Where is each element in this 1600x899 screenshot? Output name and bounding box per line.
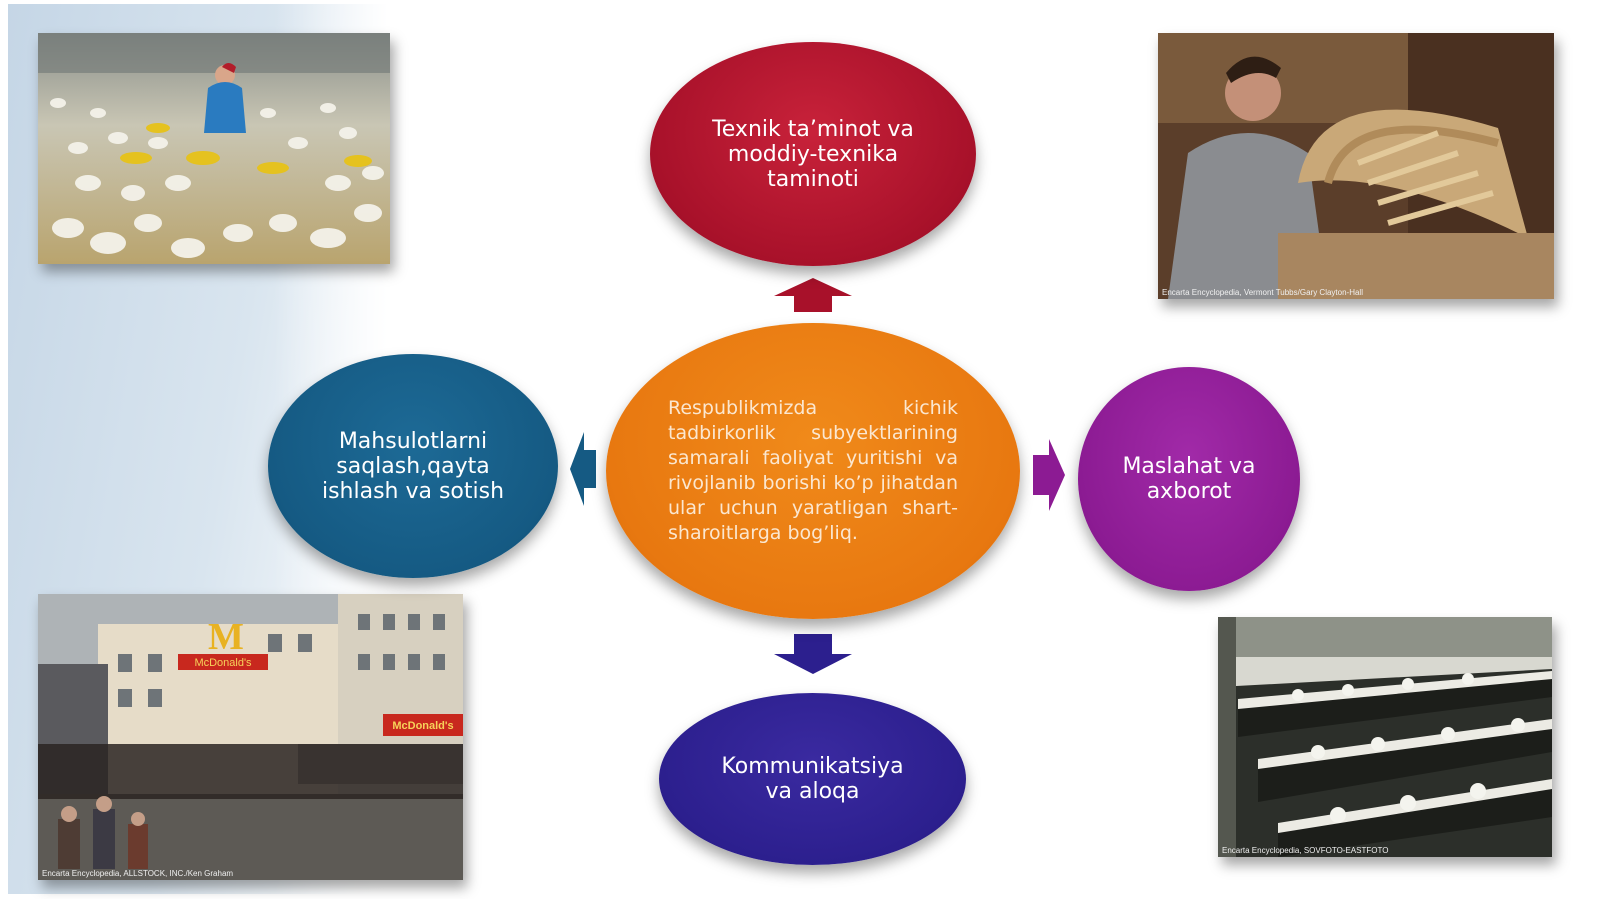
arrow-left — [570, 432, 596, 506]
node-label: Mahsulotlarni saqlash,qayta ishlash va s… — [321, 428, 505, 504]
arrow-up — [774, 278, 852, 312]
photo-mcdonalds-queue: M McDonald's McDonald's Encarta Encyclop… — [38, 594, 463, 880]
sign-text-1: McDonald's — [194, 657, 252, 669]
arrow-down — [774, 634, 852, 674]
node-label: Kommunikatsiya va aloqa — [721, 754, 904, 804]
photo-textile-factory: Encarta Encyclopedia, SOVFOTO-EASTFOTO — [1218, 617, 1552, 857]
node-central-statement: Respublikmizda kichik tadbirkorlik subye… — [606, 323, 1020, 619]
svg-text:M: M — [208, 616, 244, 658]
node-product-storage: Mahsulotlarni saqlash,qayta ishlash va s… — [268, 354, 558, 578]
node-label: Texnik ta’minot va moddiy-texnika tamino… — [712, 116, 914, 192]
arrow-right — [1033, 439, 1065, 511]
node-technical-supply: Texnik ta’minot va moddiy-texnika tamino… — [650, 42, 976, 266]
photo-furniture-maker: Encarta Encyclopedia, Vermont Tubbs/Gary… — [1158, 33, 1554, 299]
sign-text-2: McDonald's — [392, 720, 453, 732]
photo-caption: Encarta Encyclopedia, ALLSTOCK, INC./Ken… — [42, 869, 234, 878]
photo-caption: Encarta Encyclopedia, Vermont Tubbs/Gary… — [1162, 288, 1363, 297]
photo-poultry-farm — [38, 33, 390, 264]
node-communication: Kommunikatsiya va aloqa — [659, 693, 966, 865]
worker-figure — [204, 63, 246, 133]
node-consulting-info: Maslahat va axborot — [1078, 367, 1300, 591]
photo-caption: Encarta Encyclopedia, SOVFOTO-EASTFOTO — [1222, 846, 1389, 855]
node-label: Maslahat va axborot — [1122, 454, 1256, 504]
central-text: Respublikmizda kichik tadbirkorlik subye… — [668, 397, 958, 544]
